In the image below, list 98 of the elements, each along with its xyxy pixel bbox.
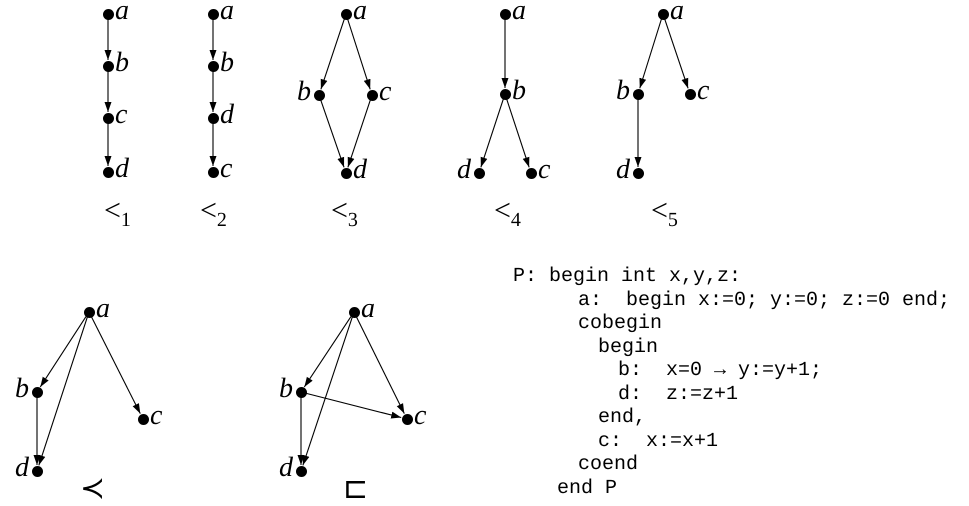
- arrow: [210, 20, 216, 60]
- vertex-label: a: [512, 0, 526, 25]
- vertex-label: d: [616, 156, 630, 184]
- code-line: P: begin int x,y,z:: [513, 267, 742, 287]
- arrow: [320, 100, 345, 168]
- arrow: [664, 19, 689, 88]
- arrow: [304, 316, 352, 388]
- order-symbol: <$_{1}$: [104, 196, 131, 230]
- arrow: [104, 72, 112, 112]
- order-symbol: ⊏: [343, 474, 368, 504]
- arrow: [210, 72, 216, 112]
- arrow: [298, 398, 304, 465]
- arrow: [210, 124, 216, 166]
- vertex-dot: [296, 466, 306, 476]
- arrow: [480, 99, 504, 168]
- code-line: coend: [578, 455, 638, 475]
- vertex-dot: [500, 8, 510, 20]
- vertex-label: c: [414, 402, 426, 430]
- vertex-label: d: [353, 156, 367, 184]
- arrow: [104, 20, 112, 60]
- arrow: [506, 99, 530, 168]
- vertex-label: d: [279, 454, 293, 482]
- vertex-dot: [632, 88, 644, 100]
- vertex-label: a: [361, 295, 375, 323]
- code-line: end,: [598, 408, 646, 428]
- vertex-label: c: [220, 155, 232, 183]
- arrow: [634, 100, 642, 167]
- vertex-label: d: [220, 101, 234, 129]
- code-line: c: x:=x+1: [598, 432, 718, 452]
- code-line: end P: [557, 479, 618, 499]
- code-line: cobegin: [578, 314, 662, 334]
- order-symbol: <$_{2}$: [200, 196, 227, 230]
- vertex-label: b: [220, 49, 234, 77]
- arrow: [302, 317, 353, 466]
- order-symbol: ≺: [80, 474, 105, 504]
- vertex-dot: [658, 8, 668, 20]
- arrow: [502, 20, 508, 88]
- vertex-dot: [632, 168, 644, 178]
- arrow: [34, 398, 40, 465]
- vertex-dot: [208, 8, 218, 20]
- vertex-dot: [296, 386, 306, 398]
- vertex-dot: [340, 168, 352, 178]
- vertex-label: d: [15, 454, 29, 482]
- arrow: [639, 19, 662, 88]
- vertex-dot: [208, 60, 218, 72]
- vertex-dot: [208, 112, 218, 124]
- arrow: [40, 316, 86, 388]
- vertex-dot: [208, 166, 218, 178]
- vertex-label: b: [512, 77, 526, 105]
- arrow: [306, 392, 402, 418]
- vertex-label: a: [115, 0, 129, 25]
- vertex-dot: [102, 60, 114, 72]
- arrow: [90, 316, 141, 414]
- arrow: [38, 317, 88, 466]
- vertex-label: d: [115, 155, 129, 183]
- vertex-dot: [32, 466, 42, 476]
- vertex-label: c: [150, 402, 162, 430]
- vertex-label: a: [220, 0, 234, 25]
- vertex-label: c: [115, 101, 128, 129]
- arrow: [320, 19, 345, 90]
- vertex-dot: [32, 386, 42, 398]
- arrow: [104, 124, 112, 166]
- vertex-label: a: [353, 0, 367, 25]
- vertex-dot: [366, 90, 378, 100]
- vertex-label: b: [616, 77, 630, 105]
- code-line: a: begin x:=0; y:=0; z:=0 end;: [578, 291, 950, 311]
- vertex-dot: [340, 8, 352, 20]
- vertex-dot: [84, 306, 94, 318]
- vertex-label: c: [379, 78, 392, 106]
- order-symbol: <$_{3}$: [331, 196, 358, 230]
- vertex-label: b: [115, 49, 129, 77]
- vertex-label: a: [670, 0, 684, 25]
- vertex-dot: [348, 306, 360, 318]
- vertex-dot: [526, 168, 536, 178]
- order-symbol: <$_{5}$: [651, 196, 678, 230]
- vertex-dot: [474, 168, 484, 178]
- order-symbol: <$_{4}$: [494, 196, 521, 230]
- vertex-label: b: [279, 375, 293, 403]
- vertex-label: c: [538, 156, 550, 184]
- vertex-dot: [684, 88, 696, 100]
- vertex-dot: [402, 414, 412, 424]
- code-line: d: z:=z+1: [618, 385, 738, 405]
- code-line: begin: [598, 338, 658, 358]
- vertex-label: a: [96, 295, 110, 323]
- vertex-dot: [102, 112, 114, 124]
- vertex-dot: [102, 166, 114, 178]
- vertex-label: c: [697, 77, 710, 105]
- arrow: [356, 316, 405, 414]
- vertex-label: b: [15, 375, 29, 403]
- vertex-dot: [314, 90, 324, 100]
- vertex-dot: [500, 88, 510, 100]
- arrow: [347, 100, 371, 168]
- vertex-dot: [138, 414, 148, 424]
- vertex-label: b: [297, 78, 311, 106]
- code-line: b: x=0 → y:=y+1;: [618, 361, 822, 381]
- arrow: [347, 19, 371, 90]
- vertex-dot: [102, 8, 114, 20]
- vertex-label: d: [457, 156, 471, 184]
